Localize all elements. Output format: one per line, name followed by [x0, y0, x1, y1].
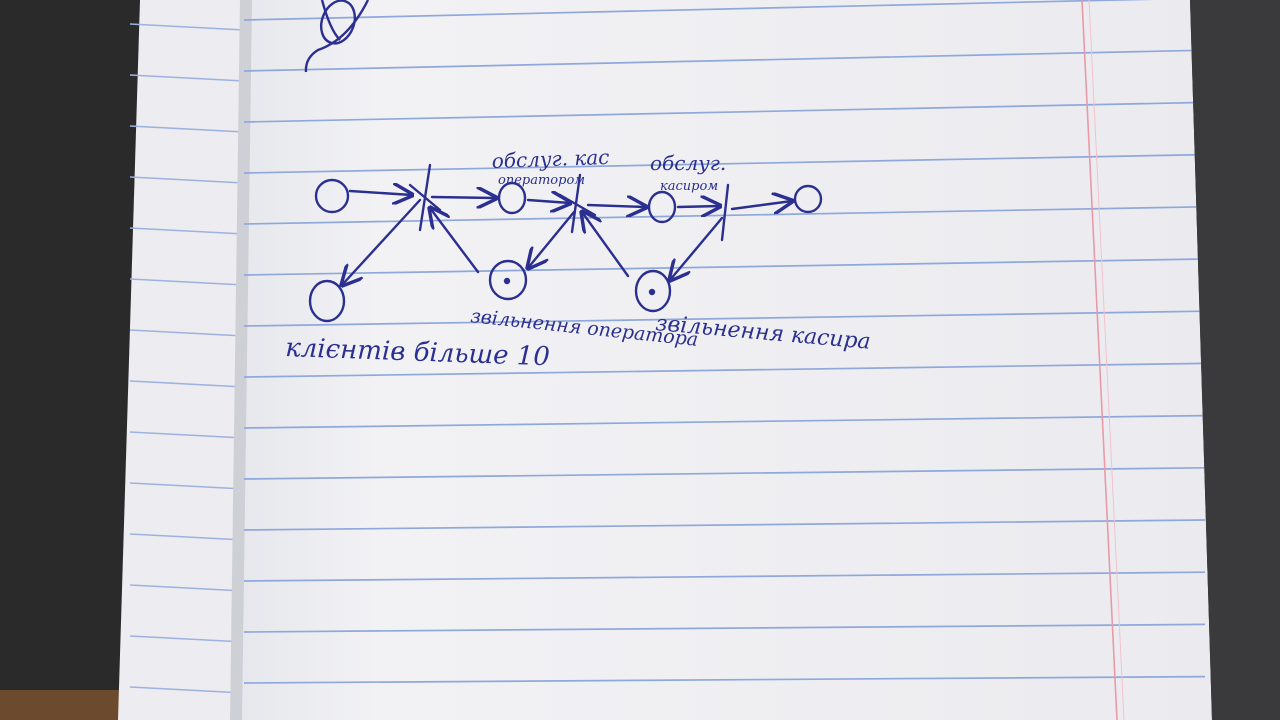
left-page-rule-line: [129, 584, 245, 592]
page-rules: [243, 0, 1206, 684]
place-operator-free: [488, 259, 528, 301]
left-page-rule-line: [129, 23, 245, 31]
page-rule-line: [243, 153, 1206, 174]
left-page-rule-line: [129, 431, 245, 439]
place-cashier-free: [634, 269, 672, 313]
label-transition1-top: обслуг. кас: [491, 145, 609, 173]
page-rule-line: [243, 49, 1206, 72]
top-scribble: [304, 0, 370, 73]
page-rule-line: [243, 414, 1206, 429]
page-rule-line: [243, 310, 1206, 327]
left-page-rule-line: [129, 380, 245, 388]
page-rule-line: [243, 675, 1206, 684]
page-rule-line: [243, 362, 1206, 378]
left-page-rule-line: [129, 635, 245, 643]
page-fold-shadow: [230, 0, 252, 720]
right-shadow: [1190, 0, 1280, 720]
place-mid2: [647, 190, 677, 224]
place-mid1: [497, 181, 527, 215]
left-page-rule-line: [129, 686, 245, 694]
left-page-rule-line: [129, 533, 245, 541]
label-transition2-sub: касиром: [660, 179, 718, 194]
page-rule-line: [243, 0, 1155, 21]
label-transition2-top: обслуг.: [650, 151, 726, 175]
place-clients: [308, 279, 346, 323]
margin-rule-2: [1088, 0, 1125, 720]
label-transition1-sub: оператором: [498, 173, 585, 188]
left-page-rule-line: [129, 329, 245, 337]
left-page-rule-line: [129, 227, 245, 235]
left-page-rule-line: [129, 482, 245, 490]
page-rule-line: [243, 571, 1206, 582]
petri-net: [308, 163, 823, 323]
left-page-rule-line: [129, 176, 245, 184]
page-rule-line: [243, 258, 1206, 276]
page-rule-line: [243, 519, 1206, 531]
page-rule-line: [243, 623, 1206, 633]
main-page: [232, 0, 1212, 720]
table-edge: [0, 690, 130, 720]
left-page-rule-line: [129, 278, 245, 286]
left-page-rule-line: [129, 74, 245, 82]
left-page: [118, 0, 248, 720]
left-page-rule-line: [129, 125, 245, 133]
page-rule-line: [243, 466, 1206, 480]
left-page-rules: [129, 23, 245, 694]
place-start: [314, 178, 350, 214]
page-rule-line: [243, 101, 1206, 123]
margin-rule: [1081, 0, 1118, 720]
